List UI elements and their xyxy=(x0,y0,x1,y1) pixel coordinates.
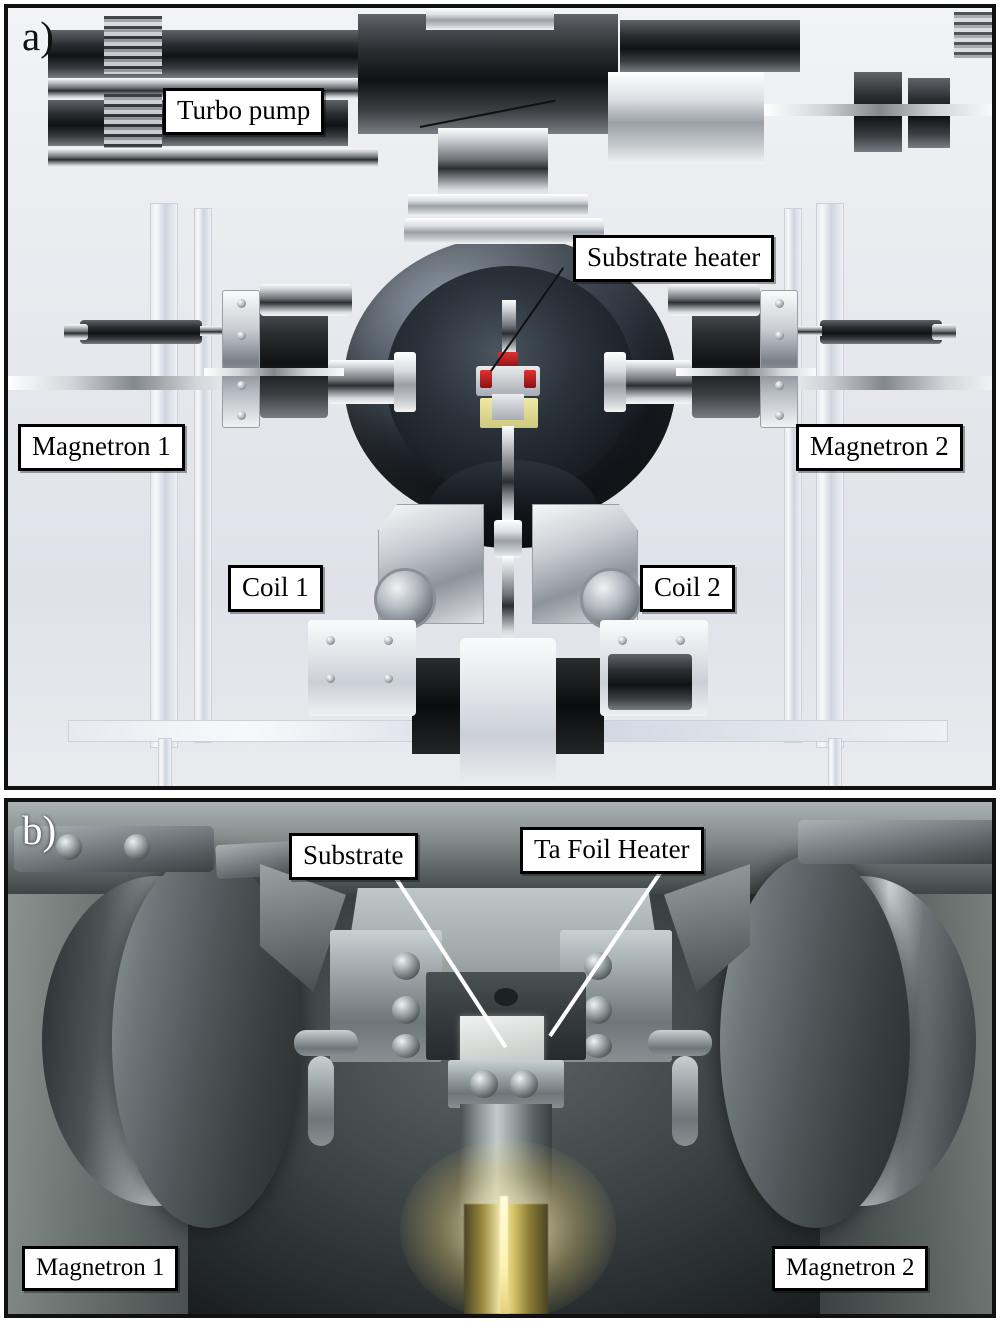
label-substrate-heater: Substrate heater xyxy=(573,235,775,282)
pumping-port-neck xyxy=(438,128,548,198)
photograph-scene-b xyxy=(8,802,992,1314)
magnetron-2-target-tube xyxy=(620,360,692,404)
panel-b: b) xyxy=(4,798,996,1318)
panel-a: a) xyxy=(4,4,996,790)
frame-leg-left xyxy=(158,738,172,786)
label-magnetron-2-panel-b: Magnetron 2 xyxy=(772,1246,929,1291)
magnetron-1-shield-clamp xyxy=(14,826,214,872)
manipulator-collar xyxy=(448,1060,564,1108)
lower-stepper-motor xyxy=(608,654,692,710)
label-magnetron-1-panel-b: Magnetron 1 xyxy=(22,1246,179,1291)
turbo-pump-housing xyxy=(48,30,358,78)
magnetron-2-body xyxy=(692,298,760,418)
magnetron-1-nose-flange xyxy=(394,352,416,412)
substrate-plate xyxy=(492,394,524,420)
magnetron-2-support-rail xyxy=(676,368,816,376)
stage-finger-left xyxy=(308,1056,334,1146)
upper-right-feedthrough-barrel xyxy=(620,20,800,72)
manipulator-drive-rod xyxy=(502,556,514,642)
manipulator-rod-highlight xyxy=(500,1196,508,1314)
substrate-manipulator-lower-rod xyxy=(502,426,514,522)
label-magnetron-2: Magnetron 2 xyxy=(796,424,963,471)
heater-red-contact-top xyxy=(498,352,518,368)
stage-tab-left xyxy=(294,1030,358,1056)
magnetron-1-cooling-block xyxy=(260,284,352,316)
magnetron-2-shield-clamp xyxy=(798,820,992,864)
turbo-pump-cooling-fins-lower xyxy=(104,94,162,152)
frame-upright-left-2 xyxy=(194,208,212,743)
stage-finger-right xyxy=(672,1056,698,1146)
magnetron-2-nose-flange xyxy=(604,352,626,412)
upper-right-fins xyxy=(954,12,992,58)
magnetron-1-shaft xyxy=(8,376,260,390)
pumping-port-flange xyxy=(408,194,588,216)
gate-valve-top-flange xyxy=(426,8,554,30)
gate-valve-assembly xyxy=(358,14,618,134)
turbo-pump-flange-lower xyxy=(48,148,378,168)
upper-right-housing xyxy=(608,72,764,164)
magnetron-2-cooling-block xyxy=(668,284,760,316)
coil-1-mount-plate xyxy=(308,620,416,716)
coil-1-ring xyxy=(374,568,436,630)
label-substrate: Substrate xyxy=(289,833,418,880)
magnetron-1-back-flange xyxy=(222,290,260,428)
turbo-pump-cooling-fins-upper xyxy=(104,16,162,74)
cad-rendering-scene-a xyxy=(8,8,992,786)
stage-tab-right xyxy=(648,1030,712,1056)
magnetron-1-gas-feedthrough xyxy=(80,320,202,344)
substrate-manipulator-upper-rod xyxy=(502,300,516,358)
manipulator-bellows-coupling xyxy=(494,520,522,558)
label-magnetron-1: Magnetron 1 xyxy=(18,424,185,471)
chamber-top-flange xyxy=(404,218,604,244)
magnetron-2-gas-feedthrough xyxy=(820,320,942,344)
panel-a-tag: a) xyxy=(22,13,54,59)
heater-red-contact-right xyxy=(524,370,536,388)
magnetron-2-back-flange xyxy=(760,290,798,428)
lower-manipulator-housing xyxy=(460,638,556,786)
label-turbo-pump: Turbo pump xyxy=(163,88,325,135)
frame-upright-right xyxy=(816,203,844,748)
panel-b-tag: b) xyxy=(22,807,57,853)
magnetron-2-shaft xyxy=(760,376,992,390)
upper-right-rod xyxy=(764,104,992,116)
heater-red-contact-left xyxy=(480,370,492,388)
magnetron-1-feedthrough-tip xyxy=(64,324,88,340)
frame-leg-right xyxy=(828,738,842,786)
frame-upright-left xyxy=(150,203,178,748)
magnetron-1-target-tube xyxy=(328,360,400,404)
magnetron-1-body xyxy=(260,298,328,418)
frame-upright-right-2 xyxy=(784,208,802,743)
magnetron-1-support-rail xyxy=(204,368,344,376)
label-coil-1: Coil 1 xyxy=(228,565,323,612)
coil-2-ring xyxy=(580,568,642,630)
label-coil-2: Coil 2 xyxy=(640,565,735,612)
magnetron-2-target xyxy=(720,854,910,1228)
stage-center-hole xyxy=(494,988,518,1006)
magnetron-2-feedthrough-tip xyxy=(932,324,956,340)
label-ta-foil-heater: Ta Foil Heater xyxy=(520,827,704,874)
